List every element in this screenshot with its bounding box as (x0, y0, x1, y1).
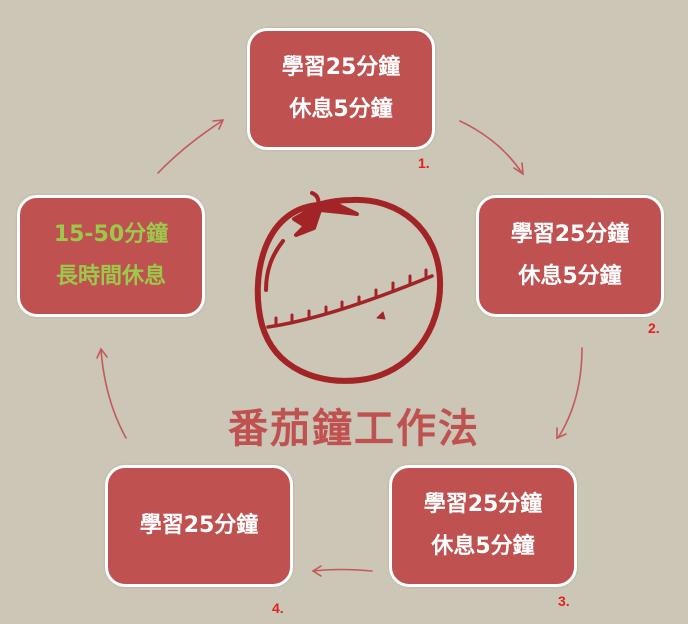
arrow-break-to-1-icon (157, 120, 223, 174)
step-3-line2: 休息5分鐘 (431, 534, 535, 559)
arrow-3-to-4-icon (312, 568, 373, 572)
step-4-box: 學習25分鐘 (105, 465, 293, 587)
arrow-4-to-break-icon (100, 349, 127, 439)
step-2-number: 2. (648, 320, 660, 336)
long-break-box: 15-50分鐘 長時間休息 (17, 195, 205, 317)
step-3-box: 學習25分鐘 休息5分鐘 (389, 465, 577, 587)
step-1-box: 學習25分鐘 休息5分鐘 (247, 28, 435, 150)
step-2-box: 學習25分鐘 休息5分鐘 (476, 195, 664, 317)
step-1-line1: 學習25分鐘 (281, 55, 401, 80)
step-3-number: 3. (558, 593, 570, 609)
step-3-line1: 學習25分鐘 (423, 492, 543, 517)
step-2-line2: 休息5分鐘 (518, 264, 622, 289)
step-4-number: 4. (272, 600, 284, 616)
arrow-2-to-3-icon (557, 347, 583, 439)
tomato-timer-icon (254, 191, 444, 384)
arrow-1-to-2-icon (459, 120, 523, 174)
diagram-title: 番茄鐘工作法 (228, 406, 480, 452)
long-break-line2: 長時間休息 (55, 264, 166, 289)
step-4-line1: 學習25分鐘 (139, 513, 259, 538)
step-1-line2: 休息5分鐘 (289, 97, 393, 122)
step-2-line1: 學習25分鐘 (510, 222, 630, 247)
long-break-line1: 15-50分鐘 (53, 222, 169, 247)
step-1-number: 1. (418, 155, 430, 171)
